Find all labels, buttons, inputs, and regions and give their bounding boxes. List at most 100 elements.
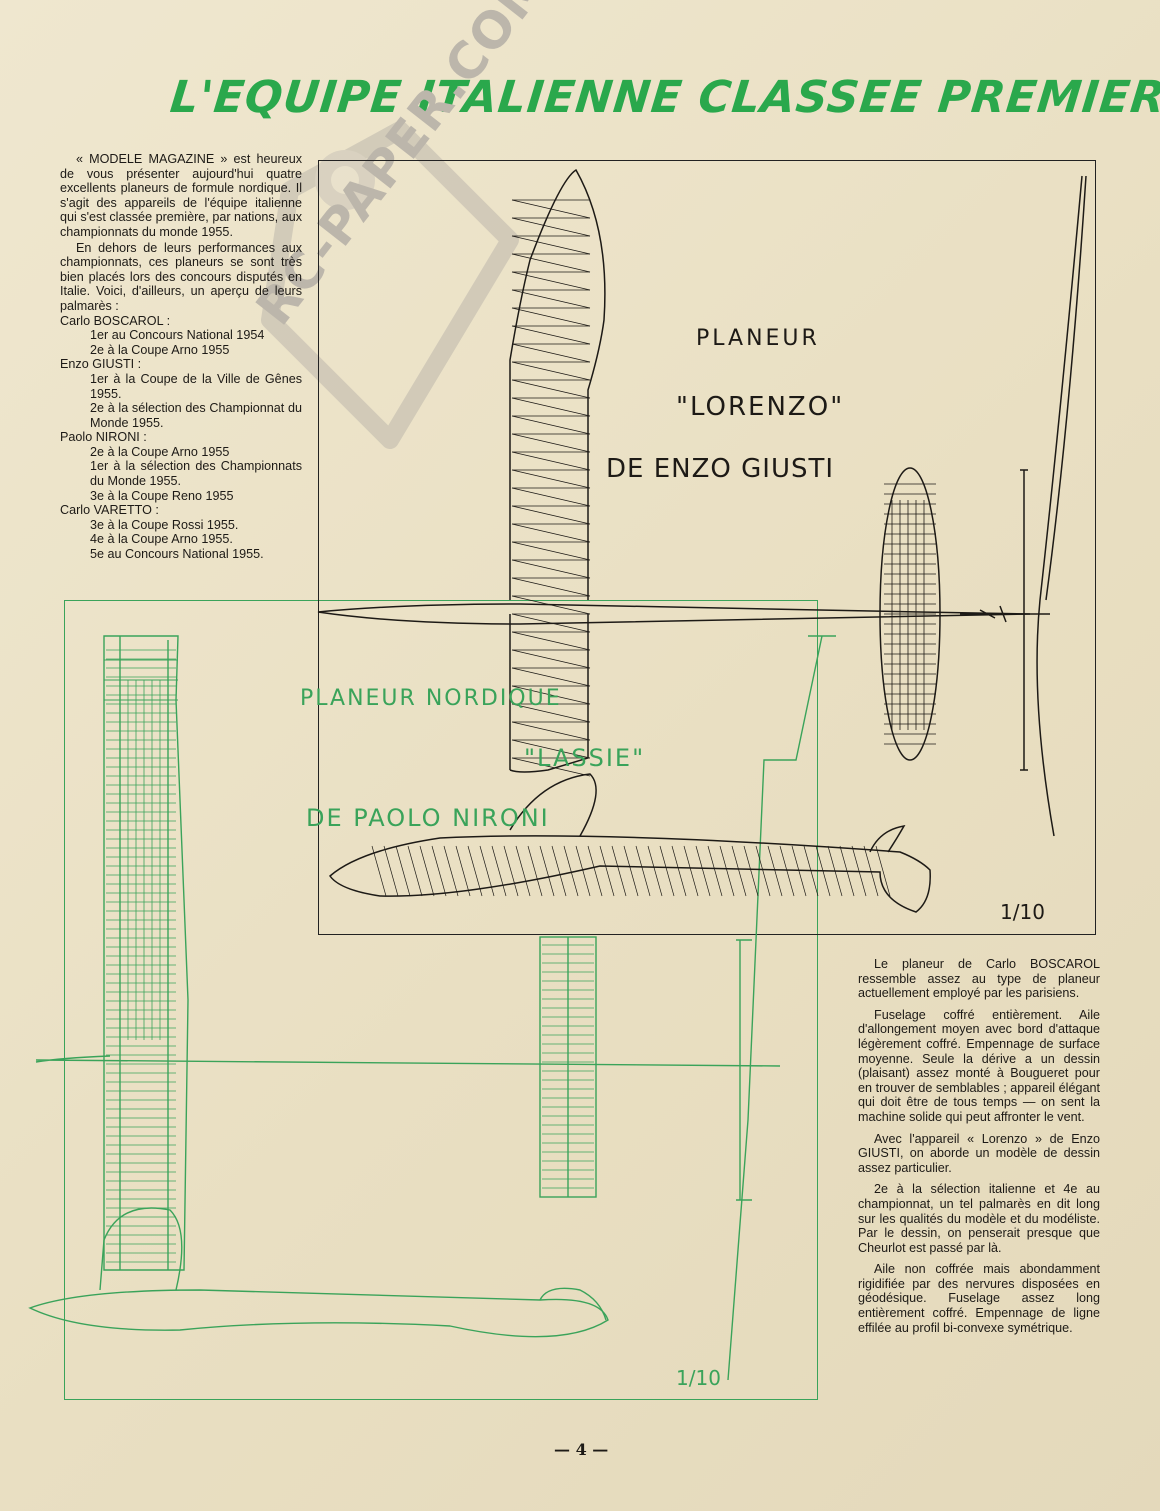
palmares-entry: 4e à la Coupe Arno 1955. xyxy=(90,532,233,547)
lorenzo-fuselage-hatch xyxy=(695,845,711,897)
lorenzo-fuselage-hatch xyxy=(755,845,771,897)
lorenzo-fuselage-hatch xyxy=(791,845,807,897)
article-paragraph: Le planeur de Carlo BOSCAROL ressemble a… xyxy=(858,957,1100,1001)
lorenzo-wing-diagonal xyxy=(511,361,591,381)
lassie-scale: 1/10 xyxy=(676,1366,721,1390)
palmares-list: Carlo BOSCAROL : 1er au Concours Nationa… xyxy=(60,314,302,562)
palmares-entry: 1er à la Coupe de la Ville de Gênes 1955… xyxy=(90,371,302,401)
lorenzo-wing-diagonal xyxy=(511,307,591,327)
lorenzo-fuselage-hatch xyxy=(383,845,399,897)
palmares-entry: 2e à la sélection des Championnat du Mon… xyxy=(90,401,302,430)
lorenzo-fuselage-hatch xyxy=(779,845,795,897)
lorenzo-wing-diagonal xyxy=(511,505,591,525)
lorenzo-wing-diagonal xyxy=(511,325,591,345)
palmares-entry: 2e à la Coupe Arno 1955 xyxy=(90,444,230,459)
lorenzo-fuselage-hatch xyxy=(719,845,735,897)
lorenzo-wing-diagonal xyxy=(511,379,591,399)
lorenzo-wing-diagonal xyxy=(511,757,591,777)
lorenzo-wing-diagonal xyxy=(511,631,591,651)
lorenzo-plan-frame xyxy=(318,160,1096,935)
lorenzo-fuselage-hatch xyxy=(503,845,519,897)
lorenzo-fuselage-hatch xyxy=(431,845,447,897)
article-paragraph: Avec l'appareil « Lorenzo » de Enzo GIUS… xyxy=(858,1131,1100,1175)
palmares-name: Carlo VARETTO : xyxy=(60,503,159,518)
lorenzo-fuselage-hatch xyxy=(395,845,411,897)
lorenzo-fuselage-hatch xyxy=(455,845,471,897)
lorenzo-wing-diagonal xyxy=(511,235,591,255)
lorenzo-fuselage-hatch xyxy=(599,845,615,897)
lorenzo-fuselage-hatch xyxy=(527,845,543,897)
lorenzo-fuselage-hatch xyxy=(839,845,855,897)
lorenzo-wing-diagonal xyxy=(511,721,591,741)
palmares-entry: 1er à la sélection des Championnats du M… xyxy=(90,459,302,489)
lorenzo-wing-diagonal xyxy=(511,415,591,435)
lorenzo-wing-diagonal xyxy=(511,397,591,417)
intro-column: « MODELE MAGAZINE » est heureux de vous … xyxy=(60,152,302,562)
intro-paragraph: « MODELE MAGAZINE » est heureux de vous … xyxy=(60,152,302,239)
lorenzo-plan xyxy=(317,168,1087,913)
lorenzo-fuselage-hatch xyxy=(467,845,483,897)
lorenzo-wing-diagonal xyxy=(511,343,591,363)
palmares-entry: 5e au Concours National 1955. xyxy=(90,547,264,562)
intro-paragraph: En dehors de leurs performances aux cham… xyxy=(60,240,302,313)
palmares-entry: 2e à la Coupe Arno 1955 xyxy=(90,342,230,357)
lorenzo-label-line3: DE ENZO GIUSTI xyxy=(606,454,835,484)
lorenzo-fuselage-hatch xyxy=(491,845,507,897)
lorenzo-fuselage-hatch xyxy=(731,845,747,897)
lorenzo-wing-diagonal xyxy=(511,199,591,219)
lorenzo-wing-diagonal xyxy=(511,433,591,453)
palmares-name: Paolo NIRONI : xyxy=(60,430,147,445)
lorenzo-fuselage-hatch xyxy=(803,845,819,897)
lorenzo-wing-diagonal xyxy=(511,451,591,471)
lorenzo-scale: 1/10 xyxy=(1000,900,1045,924)
lorenzo-fuselage-hatch xyxy=(515,845,531,897)
lorenzo-wing-diagonal xyxy=(511,217,591,237)
lorenzo-fuselage-hatch xyxy=(707,845,723,897)
lorenzo-fuselage-hatch xyxy=(851,845,867,897)
palmares-entry: 1er au Concours National 1954 xyxy=(90,328,265,343)
article-paragraph: 2e à la sélection italienne et 4e au cha… xyxy=(858,1182,1100,1255)
lorenzo-fuselage-hatch xyxy=(647,845,663,897)
palmares-entry: 3e à la Coupe Reno 1955 xyxy=(90,488,234,503)
lorenzo-fuselage-hatch xyxy=(623,845,639,897)
lassie-label-line3: DE PAOLO NIRONI xyxy=(306,804,550,832)
lorenzo-fuselage-hatch xyxy=(371,845,387,897)
article-column: Le planeur de Carlo BOSCAROL ressemble a… xyxy=(858,957,1100,1342)
lorenzo-wing-diagonal xyxy=(511,667,591,687)
lorenzo-fuselage-hatch xyxy=(827,845,843,897)
lorenzo-label-line2: "LORENZO" xyxy=(676,392,845,422)
lorenzo-fuselage-hatch xyxy=(671,845,687,897)
lorenzo-wing-diagonal xyxy=(511,541,591,561)
lassie-label-line1: PLANEUR NORDIQUE xyxy=(300,686,562,711)
palmares-name: Carlo BOSCAROL : xyxy=(60,313,171,328)
article-paragraph: Aile non coffrée mais abondamment rigidi… xyxy=(858,1262,1100,1335)
lorenzo-fuselage-hatch xyxy=(407,845,423,897)
lorenzo-fuselage-hatch xyxy=(551,845,567,897)
lorenzo-fuselage-hatch xyxy=(587,845,603,897)
lorenzo-fuselage-hatch xyxy=(863,845,879,897)
lorenzo-fuselage-hatch xyxy=(635,845,651,897)
lorenzo-wing-diagonal xyxy=(511,649,591,669)
lorenzo-fuselage-hatch xyxy=(767,845,783,897)
lorenzo-fuselage-hatch xyxy=(659,845,675,897)
lorenzo-fuselage-hatch xyxy=(683,845,699,897)
page-number: — 4 — xyxy=(554,1440,609,1459)
lorenzo-fuselage-hatch xyxy=(479,845,495,897)
lorenzo-wing-diagonal xyxy=(511,469,591,489)
lorenzo-fuselage-hatch xyxy=(743,845,759,897)
lorenzo-fuselage-hatch xyxy=(875,845,891,897)
lassie-plan xyxy=(28,635,836,1381)
lorenzo-wing-diagonal xyxy=(511,271,591,291)
lassie-label-line2: "LASSIE" xyxy=(524,744,646,772)
palmares-entry: 3e à la Coupe Rossi 1955. xyxy=(90,517,239,532)
lorenzo-wing-diagonal xyxy=(511,289,591,309)
lorenzo-fuselage-hatch xyxy=(611,845,627,897)
lorenzo-fuselage-hatch xyxy=(815,845,831,897)
watermark-stamp-icon xyxy=(261,121,519,449)
lorenzo-fuselage-hatch xyxy=(419,845,435,897)
lorenzo-wing-diagonal xyxy=(511,685,591,705)
lassie-plan-frame xyxy=(64,600,818,1400)
palmares-name: Enzo GIUSTI : xyxy=(60,357,142,372)
